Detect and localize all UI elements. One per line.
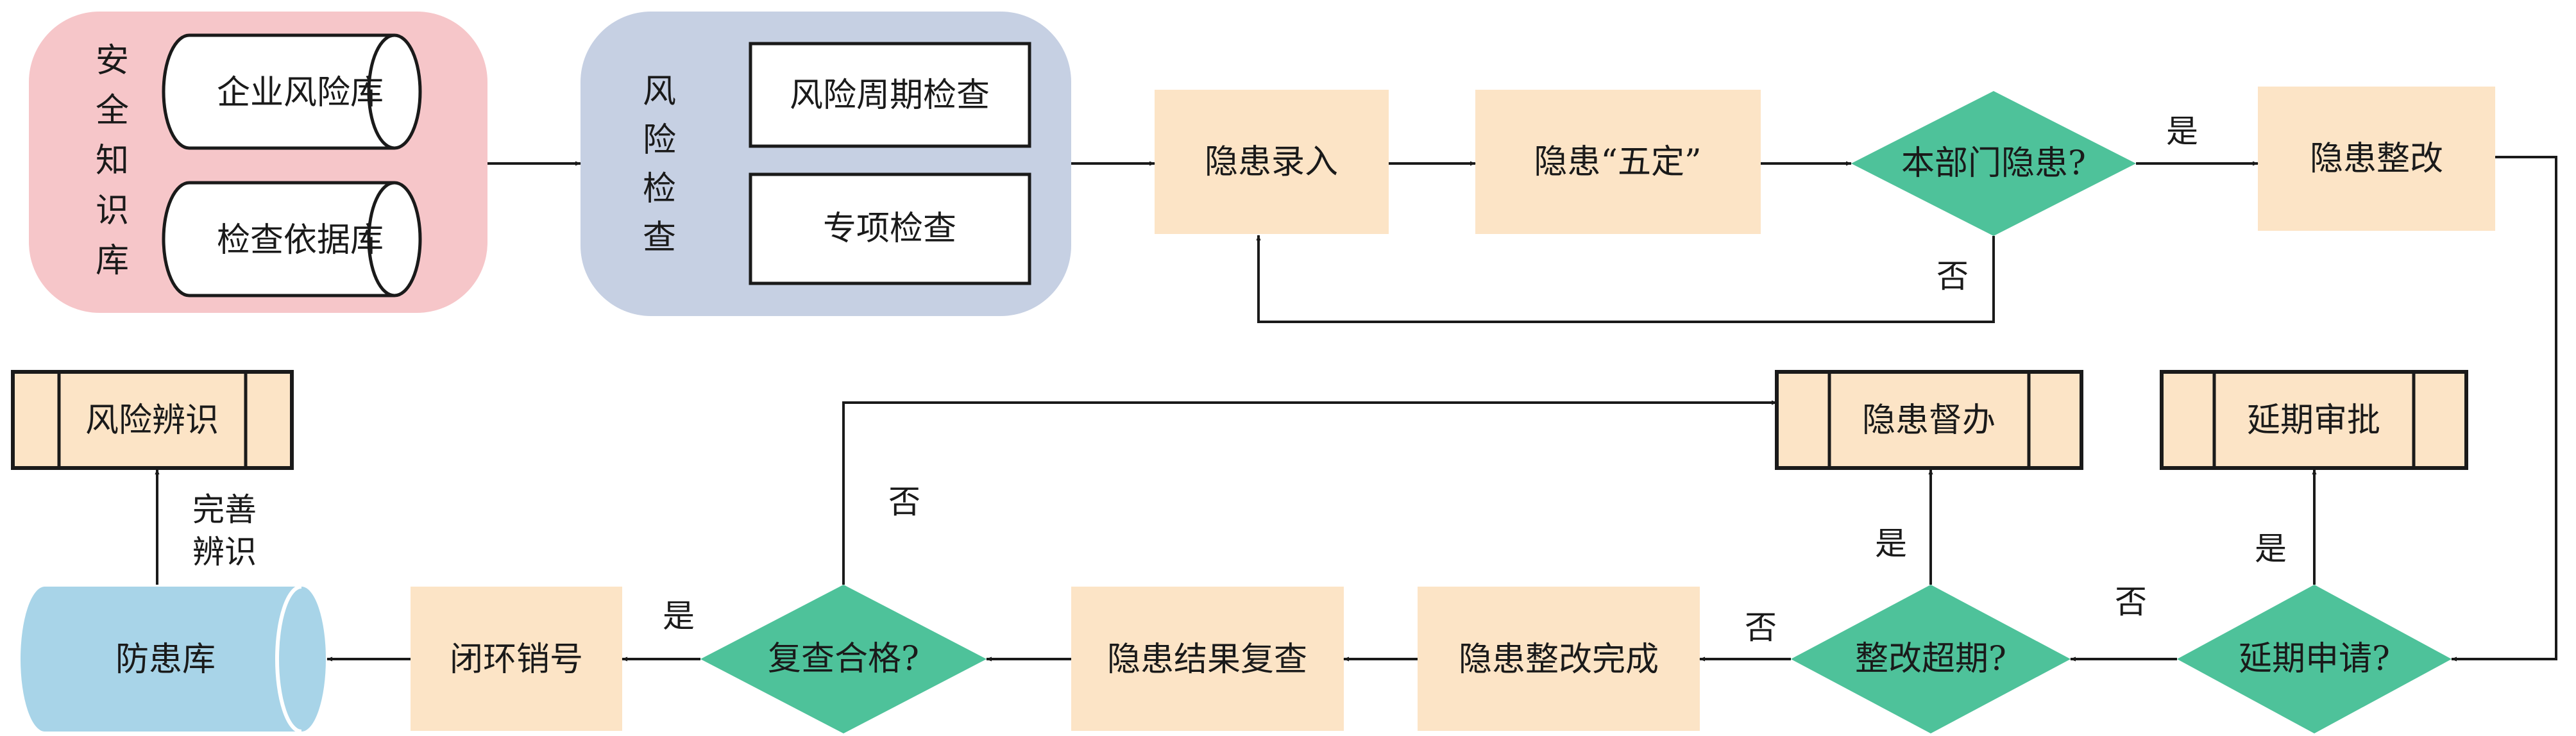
result-recheck-label: 隐患结果复查 <box>1107 640 1307 679</box>
edge-label-overdue-yes: 是 <box>1875 525 1907 562</box>
risk-inspection-group: 风 险 检 查 风险周期检查 专项检查 <box>580 12 1071 316</box>
extension-request-label: 延期申请? <box>2239 640 2390 678</box>
extension-approval-label: 延期审批 <box>2247 401 2380 440</box>
five-fix-label: 隐患“五定” <box>1534 143 1701 181</box>
safety-knowledge-label-5: 库 <box>96 242 129 280</box>
safety-knowledge-label-3: 知 <box>96 142 129 180</box>
risk-inspection-label-2: 险 <box>643 121 676 160</box>
rectify-done-label: 隐患整改完成 <box>1459 640 1659 679</box>
hazard-entry-label: 隐患录入 <box>1205 143 1338 181</box>
edge-rectify-to-extension-request <box>2451 156 2557 662</box>
rectify-done-node <box>1418 587 1700 731</box>
special-inspection-label: 专项检查 <box>823 210 956 248</box>
edge-label-own-no: 否 <box>1936 258 1969 295</box>
close-loop-node <box>411 587 622 731</box>
extension-request-decision <box>2177 585 2452 733</box>
hazard-rectify-label: 隐患整改 <box>2310 140 2443 178</box>
risk-identify-node: 风险辨识 <box>11 370 294 470</box>
overdue-decision <box>1791 585 2071 733</box>
recheck-pass-decision <box>700 585 987 733</box>
overdue-decision-label: 整改超期? <box>1855 640 2006 678</box>
five-fix-node <box>1475 90 1761 234</box>
risk-periodic-inspection-box <box>749 42 1031 148</box>
own-dept-decision <box>1851 91 2136 236</box>
prevention-db: 防患库 <box>21 585 326 733</box>
enterprise-risk-db: 企业风险库 <box>162 33 422 150</box>
edge-label-improve-1: 完善 <box>192 491 257 528</box>
enterprise-risk-db-label: 企业风险库 <box>217 74 384 112</box>
safety-knowledge-group: 安 全 知 识 库 企业风险库 检查依据库 <box>29 12 487 313</box>
connectors <box>155 156 2557 662</box>
hazard-entry-node <box>1155 90 1389 234</box>
risk-inspection-label-4: 查 <box>643 219 676 257</box>
result-recheck-node <box>1071 587 1344 731</box>
edge-label-recheck-no: 否 <box>888 483 920 521</box>
safety-knowledge-label-2: 全 <box>96 92 129 130</box>
edge-label-own-yes: 是 <box>2166 113 2198 150</box>
extension-approval-node: 延期审批 <box>2160 370 2468 470</box>
edge-label-overdue-no: 否 <box>1745 609 1777 646</box>
edge-label-ext-yes: 是 <box>2255 530 2287 567</box>
risk-identify-label: 风险辨识 <box>85 401 219 440</box>
close-loop-label: 闭环销号 <box>450 640 583 679</box>
edge-label-ext-no: 否 <box>2115 583 2147 621</box>
edge-owndept-no-to-entry <box>1256 235 1995 323</box>
own-dept-decision-label: 本部门隐患? <box>1901 144 2086 183</box>
risk-periodic-inspection-label: 风险周期检查 <box>790 76 990 115</box>
risk-inspection-label-3: 检 <box>643 170 676 208</box>
edge-label-recheck-yes: 是 <box>663 598 695 635</box>
hazard-supervise-node: 隐患督办 <box>1775 370 2083 470</box>
special-inspection-box <box>749 172 1031 285</box>
safety-knowledge-label-4: 识 <box>96 192 129 230</box>
inspection-basis-db: 检查依据库 <box>162 181 422 297</box>
prevention-db-label: 防患库 <box>115 640 216 679</box>
hazard-supervise-label: 隐患督办 <box>1862 401 1996 440</box>
inspection-basis-db-label: 检查依据库 <box>217 221 384 260</box>
risk-inspection-label-1: 风 <box>643 72 676 111</box>
recheck-pass-label: 复查合格? <box>768 640 919 678</box>
hazard-rectify-node <box>2258 87 2495 231</box>
edge-pass-no-to-supervise <box>842 400 1777 585</box>
safety-knowledge-label-1: 安 <box>96 42 129 80</box>
edge-label-improve-2: 辨识 <box>192 533 257 571</box>
